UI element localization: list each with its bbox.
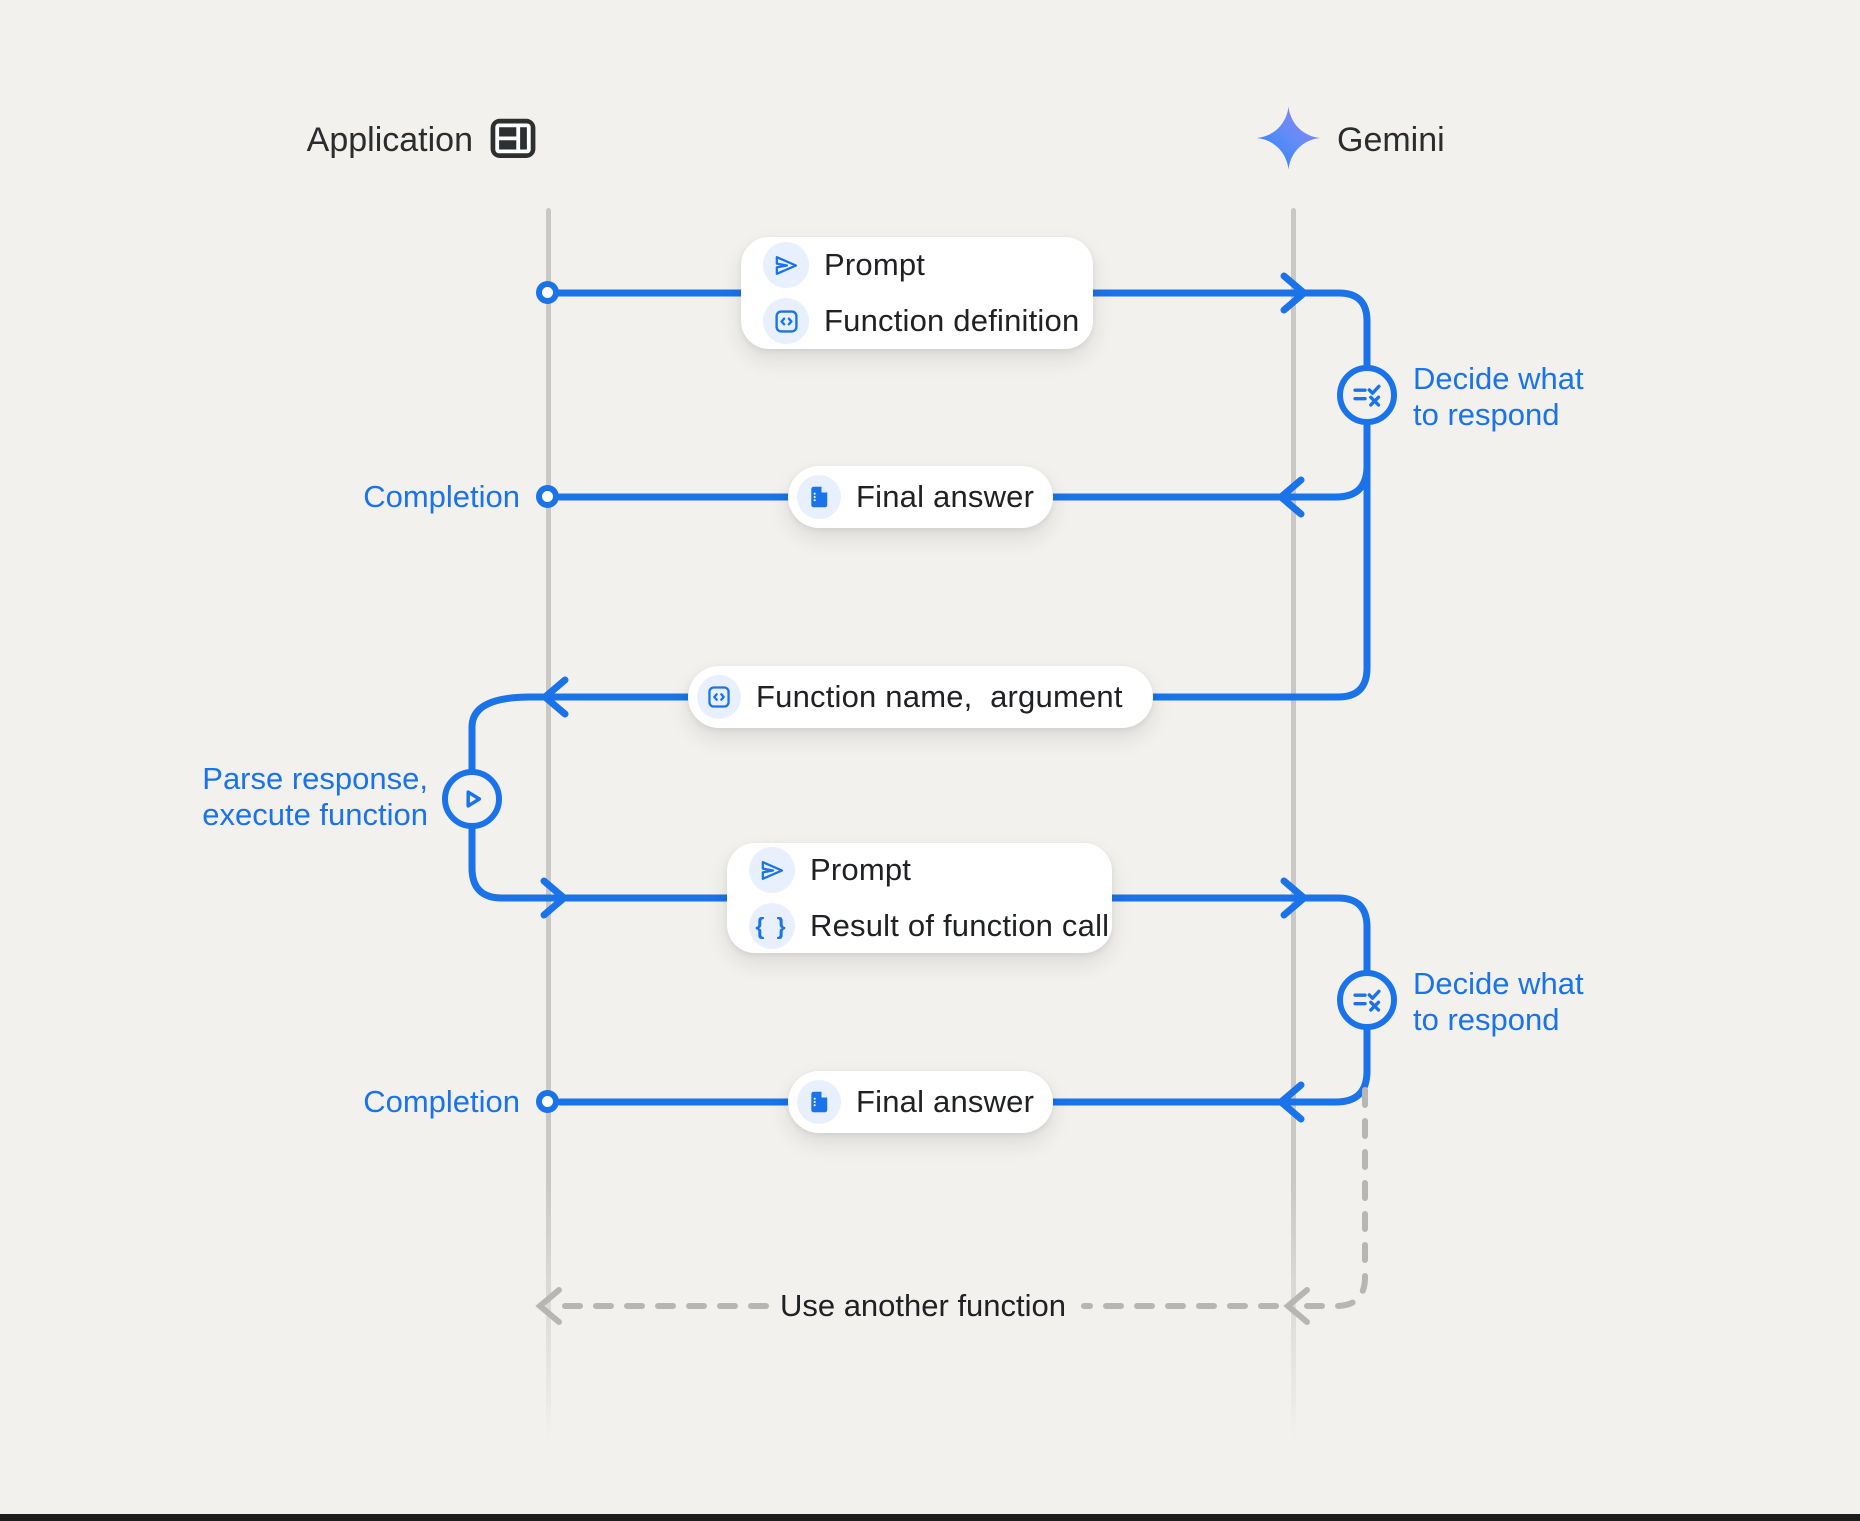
document-icon [797, 1080, 841, 1124]
arrowhead-left-row5 [1277, 1081, 1305, 1123]
completion-label-2: Completion [363, 1084, 520, 1119]
play-icon [466, 790, 482, 808]
code-box-icon [697, 675, 741, 719]
decide-note-2: Decide what to respond [1413, 966, 1584, 1037]
arrow-final-answer-2 [556, 1021, 1371, 1106]
parse-execute-note: Parse response, execute function [202, 761, 428, 832]
app-window-icon [489, 114, 537, 167]
arrowhead-left-row2 [1277, 476, 1305, 518]
dashed-arrowhead-left [535, 1287, 562, 1325]
card-row: Prompt [763, 242, 1071, 288]
end-dot-completion-1 [536, 485, 559, 508]
pill-label: Final answer [856, 1084, 1035, 1119]
application-lifeline [546, 208, 551, 1483]
rule-icon [1353, 384, 1381, 407]
send-icon [763, 242, 809, 288]
bottom-edge-bar [0, 1514, 1860, 1521]
code-box-icon [763, 298, 809, 344]
gemini-lifeline [1291, 208, 1296, 1483]
card-label: Result of function call [810, 908, 1110, 943]
parse-execute-node [442, 769, 502, 829]
document-icon [797, 475, 841, 519]
message-card-prompt-function-definition: Prompt Function definition [741, 237, 1093, 349]
message-pill-final-answer-1: Final answer [788, 466, 1053, 528]
gemini-sparkle-icon [1257, 105, 1320, 176]
card-label: Function definition [824, 303, 1080, 338]
card-row: { } Result of function call [749, 903, 1109, 949]
gemini-title: Gemini [1337, 121, 1445, 159]
arrowhead-right-row1 [1280, 272, 1308, 314]
line-decide1-to-function-name [468, 416, 1371, 780]
arrow-prompt-1 [544, 289, 1371, 374]
pill-label: Function name, argument [756, 679, 1123, 714]
dashed-arrowhead-gemini [1283, 1287, 1310, 1325]
completion-label-1: Completion [363, 479, 520, 514]
message-pill-final-answer-2: Final answer [788, 1071, 1053, 1133]
pill-label: Final answer [856, 479, 1035, 514]
card-row: Function definition [763, 298, 1079, 344]
card-label: Prompt [824, 247, 926, 282]
application-title: Application [306, 121, 473, 159]
rule-icon [1353, 989, 1381, 1012]
decide-node-1 [1337, 365, 1397, 425]
decide-node-2 [1337, 970, 1397, 1030]
end-dot-completion-2 [536, 1090, 559, 1113]
decide-note-1: Decide what to respond [1413, 361, 1584, 432]
use-another-function-label: Use another function [779, 1288, 1067, 1323]
card-label: Prompt [810, 852, 912, 887]
braces-icon: { } [749, 903, 795, 949]
arrowhead-right-row4-gem [1280, 877, 1308, 919]
send-icon [749, 847, 795, 893]
card-row: Prompt [749, 847, 1090, 893]
message-pill-function-name-argument: Function name, argument [688, 666, 1153, 728]
dashed-loop-vertical [1295, 1087, 1368, 1309]
arrowhead-left-row3 [541, 676, 569, 718]
arrow-final-answer-1 [556, 462, 1371, 501]
start-dot-prompt-1 [536, 281, 559, 304]
message-card-prompt-result: Prompt { } Result of function call [727, 843, 1112, 953]
arrowhead-right-row4-app [540, 877, 568, 919]
